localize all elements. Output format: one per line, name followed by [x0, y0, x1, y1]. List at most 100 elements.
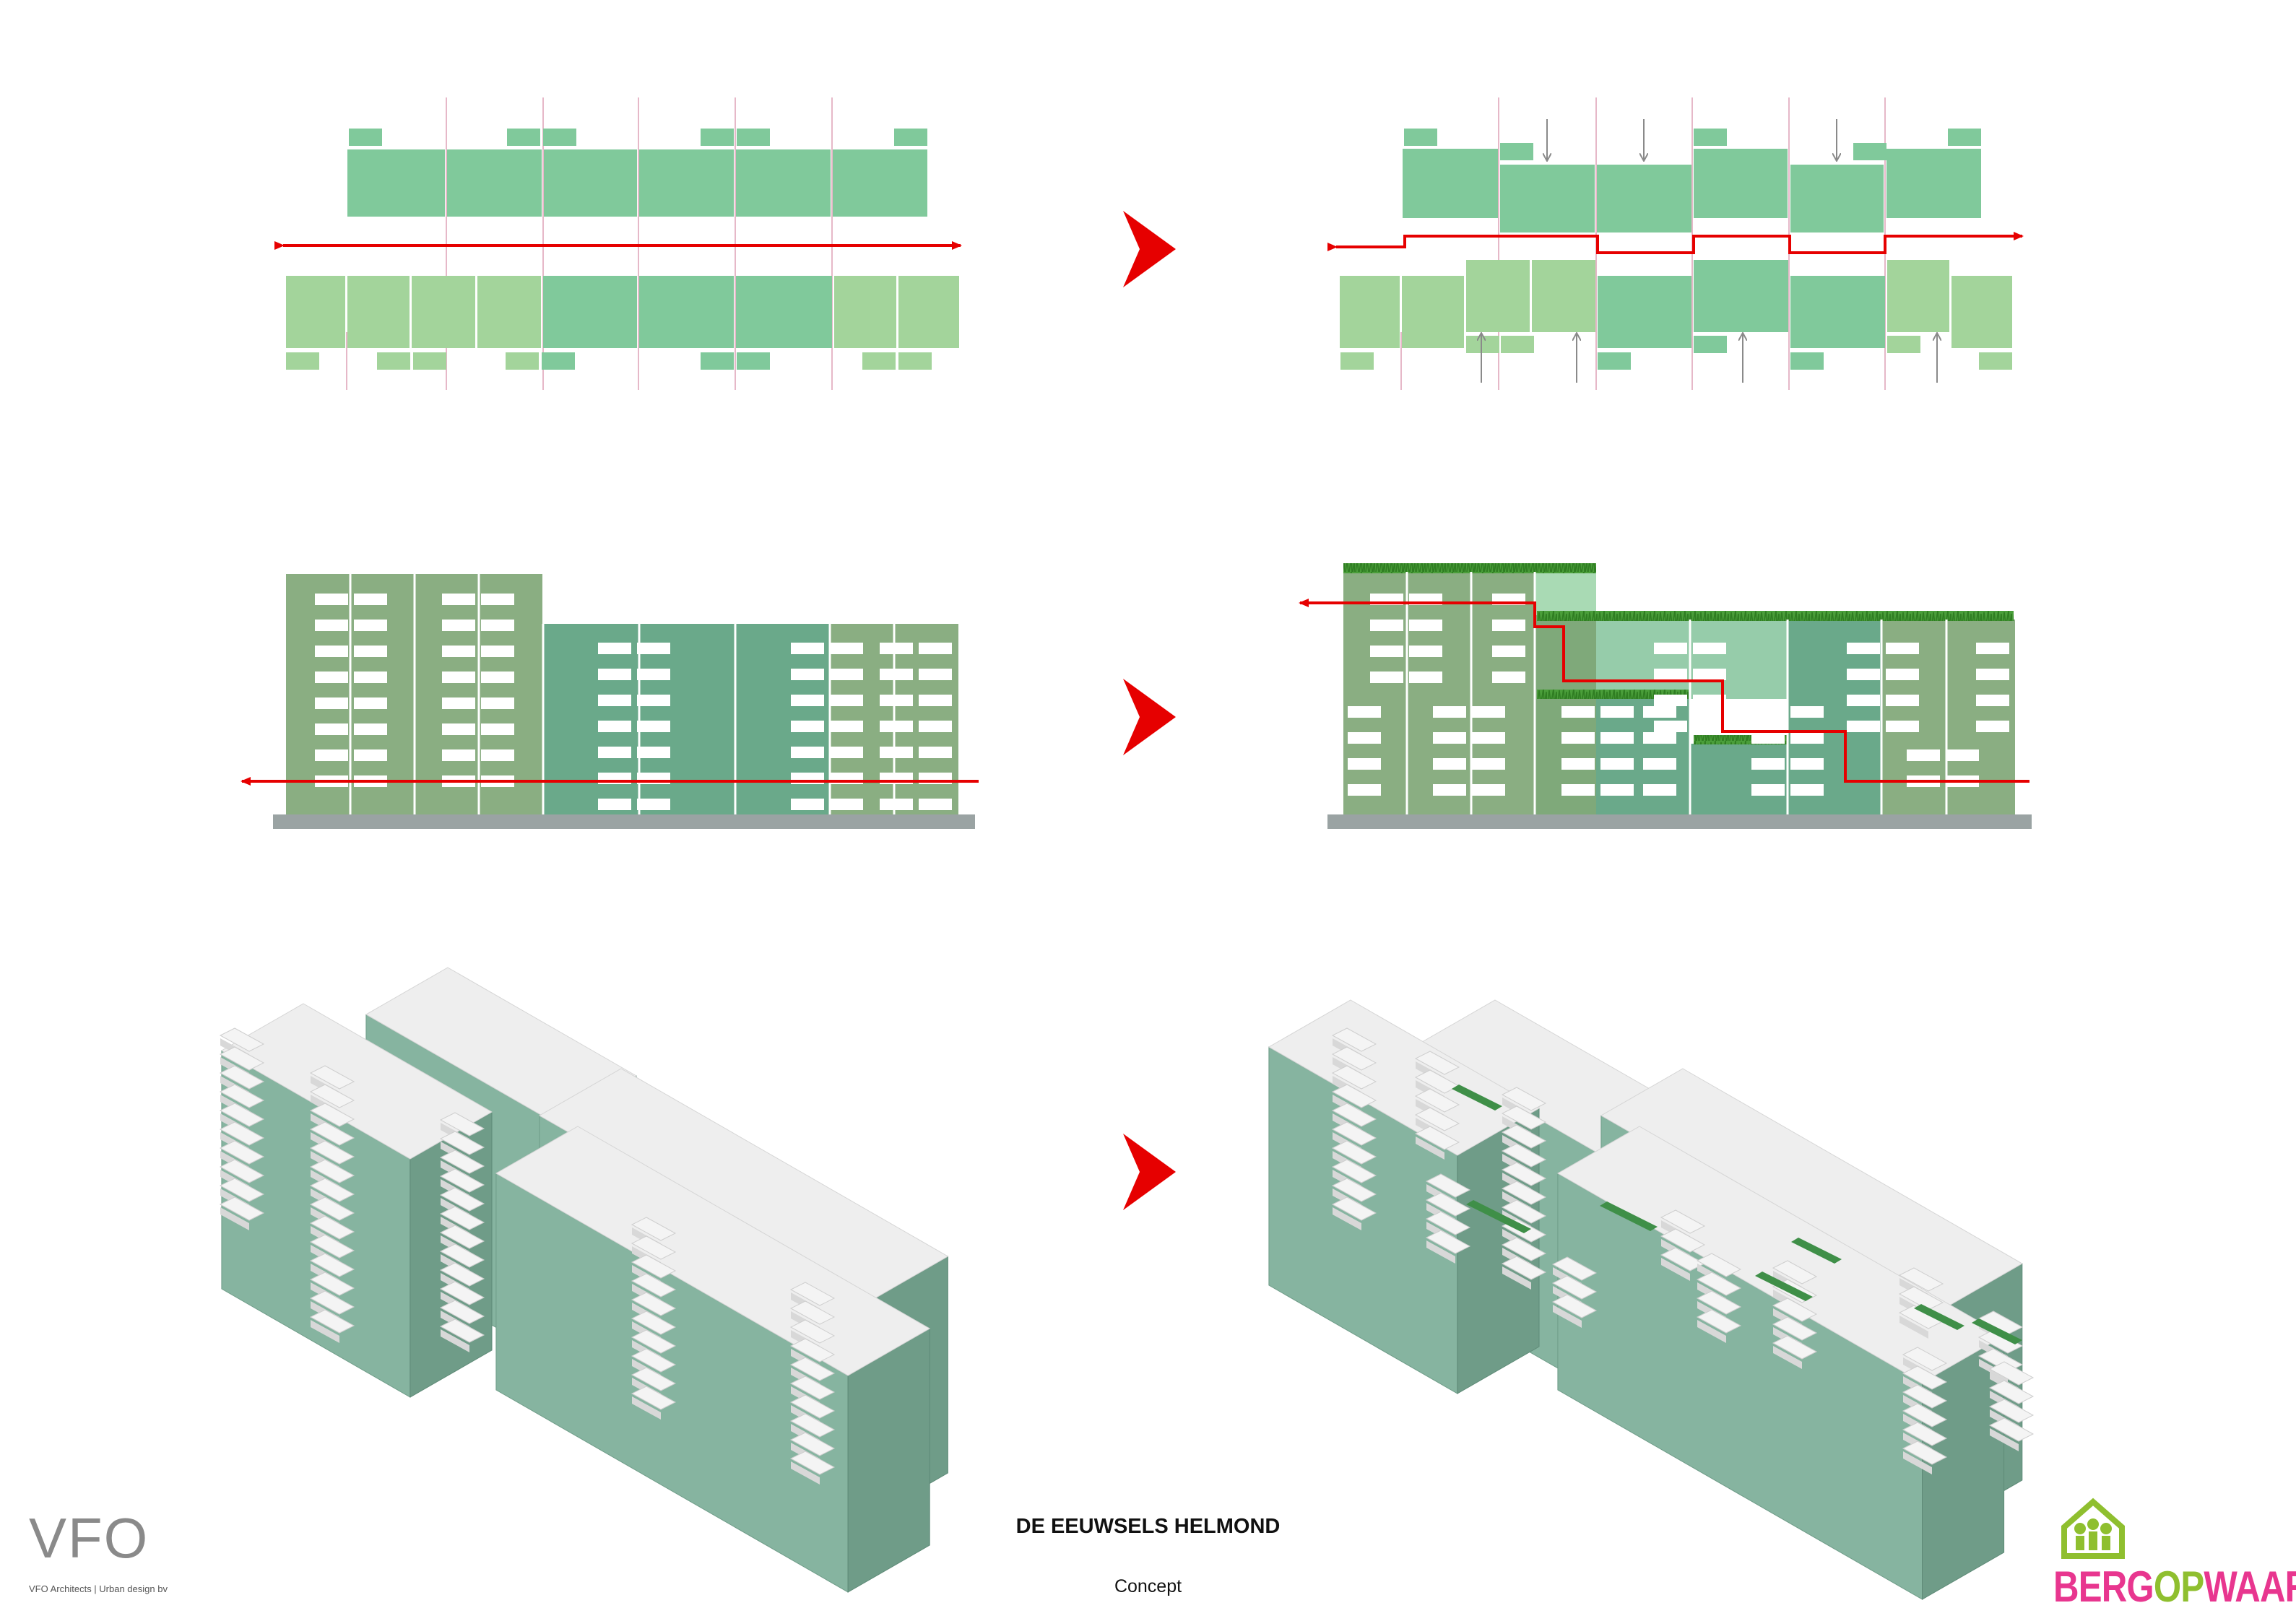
balcony — [1425, 1173, 1471, 1198]
window — [1693, 695, 1726, 706]
window — [598, 669, 631, 680]
window — [598, 747, 631, 758]
window — [1976, 643, 2009, 654]
window — [1433, 784, 1466, 796]
window — [791, 669, 824, 680]
window — [880, 747, 913, 758]
window — [880, 799, 913, 810]
balcony — [220, 1207, 249, 1230]
balcony — [1333, 1207, 1361, 1230]
window — [442, 723, 475, 735]
balcony — [309, 1159, 355, 1183]
red-chevron-arrow-icon — [1123, 1134, 1176, 1210]
balcony — [219, 1196, 265, 1221]
window — [442, 697, 475, 709]
balcony — [631, 1311, 677, 1335]
window — [880, 695, 913, 706]
transition-arrows — [1123, 211, 1176, 1210]
window — [1409, 620, 1442, 631]
balcony — [1331, 1178, 1377, 1202]
balcony — [1902, 1440, 1948, 1465]
balcony — [791, 1461, 820, 1485]
balcony — [309, 1290, 355, 1315]
window — [830, 799, 863, 810]
window — [1976, 695, 2009, 706]
window — [830, 695, 863, 706]
balcony — [1501, 1143, 1547, 1168]
window — [315, 646, 348, 657]
balcony — [1772, 1260, 1818, 1285]
balcony — [1501, 1181, 1547, 1205]
balcony — [1988, 1417, 2035, 1442]
client-logo: BERGOPWAARTS — [2053, 1562, 2296, 1612]
window-grid — [1348, 594, 2009, 796]
balcony — [1988, 1399, 2035, 1423]
brand-text-part: WAARTS — [2204, 1563, 2296, 1611]
window — [481, 672, 514, 683]
balcony — [1899, 1316, 1928, 1339]
balcony — [1988, 1380, 2035, 1404]
balcony — [439, 1318, 485, 1343]
balcony — [789, 1282, 836, 1306]
window — [315, 672, 348, 683]
window — [1886, 669, 1919, 680]
balcony — [1414, 1051, 1460, 1075]
window — [1600, 758, 1634, 770]
window — [1472, 758, 1505, 770]
plan-before — [274, 97, 962, 390]
balcony — [219, 1046, 265, 1071]
balcony — [1902, 1365, 1948, 1390]
window — [354, 646, 387, 657]
window — [1654, 721, 1687, 732]
balcony — [309, 1253, 355, 1277]
balcony — [309, 1065, 355, 1090]
lower-block-row — [286, 276, 959, 370]
window — [791, 747, 824, 758]
balcony — [789, 1432, 836, 1456]
balcony — [1772, 1316, 1818, 1341]
balcony — [631, 1386, 677, 1410]
window — [1643, 732, 1676, 744]
window — [1693, 669, 1726, 680]
balcony — [219, 1121, 265, 1146]
balcony — [1331, 1084, 1377, 1108]
window — [791, 721, 824, 732]
brand-text-part: OP — [2153, 1563, 2204, 1611]
balcony — [1331, 1159, 1377, 1183]
window — [1472, 732, 1505, 744]
window — [481, 620, 514, 631]
window — [1409, 672, 1442, 683]
window — [1790, 706, 1824, 718]
balcony — [1501, 1105, 1547, 1130]
window — [442, 620, 475, 631]
balcony — [1773, 1346, 1802, 1369]
window — [1409, 646, 1442, 657]
balcony — [631, 1235, 677, 1260]
window — [637, 695, 670, 706]
balcony — [439, 1262, 485, 1287]
balcony — [632, 1396, 661, 1420]
balcony — [1501, 1162, 1547, 1186]
balcony — [309, 1103, 355, 1127]
window — [598, 643, 631, 654]
stepped-route-arrow — [1299, 599, 2029, 783]
balcony — [309, 1215, 355, 1240]
balcony — [1502, 1266, 1531, 1290]
window — [1348, 784, 1381, 796]
green-roof-strip — [1452, 1085, 1502, 1111]
window — [637, 721, 670, 732]
balcony — [309, 1121, 355, 1146]
window — [354, 594, 387, 605]
balcony — [789, 1394, 836, 1419]
window — [481, 646, 514, 657]
window — [1790, 758, 1824, 770]
window — [830, 643, 863, 654]
balcony — [1990, 1428, 2019, 1451]
balcony — [1661, 1258, 1690, 1281]
brand-text-part: BERG — [2053, 1563, 2154, 1611]
window — [1886, 695, 1919, 706]
window — [598, 799, 631, 810]
window — [1751, 784, 1785, 796]
balcony — [1898, 1286, 1944, 1311]
balcony — [1553, 1305, 1582, 1328]
